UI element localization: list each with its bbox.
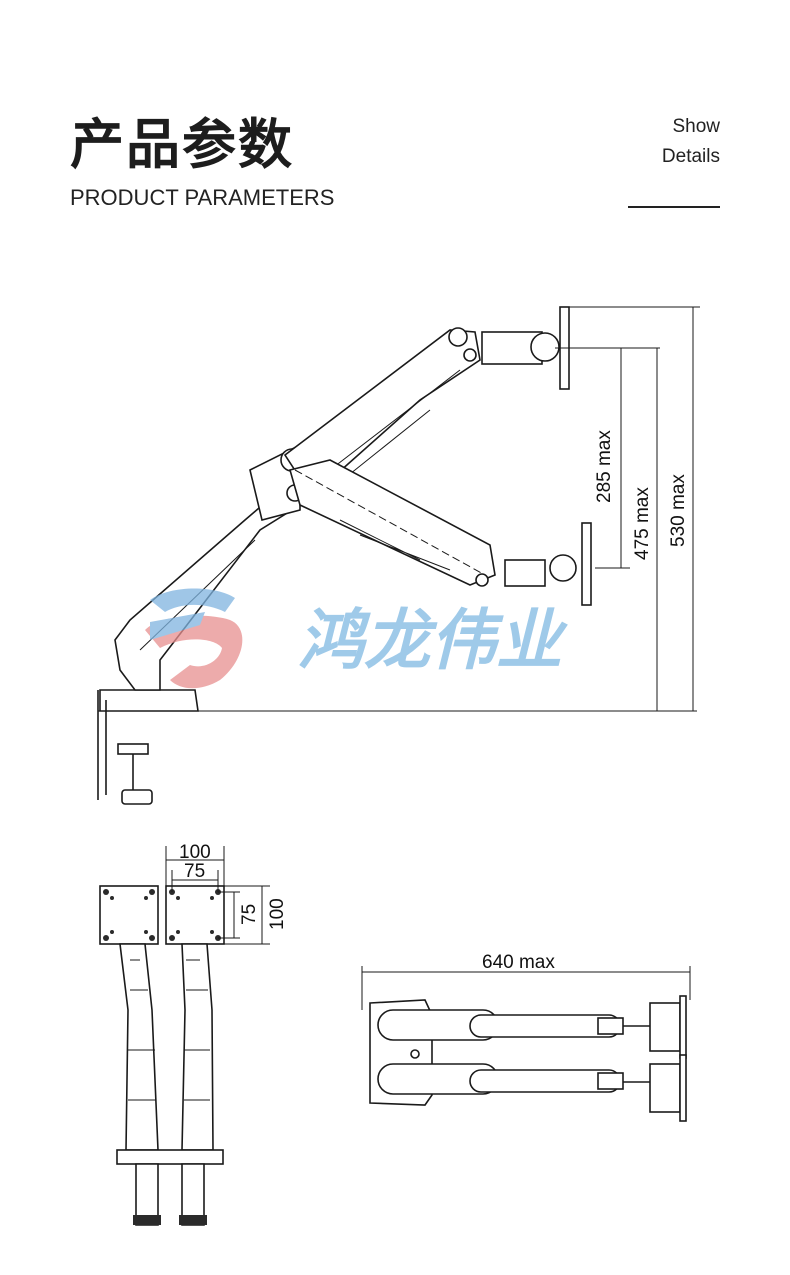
upper-arm-lowered [289,459,496,586]
clamp-bracket [97,690,107,800]
front-view-drawing [99,846,270,1226]
show-details-line2: Details [661,146,720,167]
vesa-100-side-label: 100 [267,898,288,930]
dim-530-label: 530 max [668,474,689,547]
vesa-75-top-label: 75 [184,861,205,882]
page-subtitle: PRODUCT PARAMETERS [70,185,335,210]
page-title: 产品参数 [70,113,294,176]
dim-285-label: 285 max [594,430,615,503]
vesa-plate-lowered [581,522,592,606]
vesa-plate-right [165,885,225,945]
side-view-drawing [97,306,700,805]
show-details-line1: Show [672,116,720,137]
front-arm-right [181,943,214,1151]
show-details-link[interactable]: Show Details [662,112,720,172]
vesa-plate-left [99,885,159,945]
watermark-text: 鸿龙伟业 [298,602,568,679]
show-details-underline [628,206,720,208]
dim-475-label: 475 max [632,487,653,560]
front-arm-left [119,943,159,1151]
vesa-75-side-label: 75 [239,904,260,925]
top-head-upper [649,1002,681,1052]
front-base [116,1149,224,1165]
top-head-lower [649,1063,681,1113]
head-lowered [504,559,546,587]
upper-arm-raised [283,329,481,481]
dim-640-label: 640 max [482,952,555,973]
watermark-logo [145,588,243,689]
top-view-drawing [361,966,691,1122]
clamp-arm [117,743,149,755]
clamp-knob [121,789,153,805]
vesa-100-top-label: 100 [179,842,211,863]
base-plate [99,689,199,712]
